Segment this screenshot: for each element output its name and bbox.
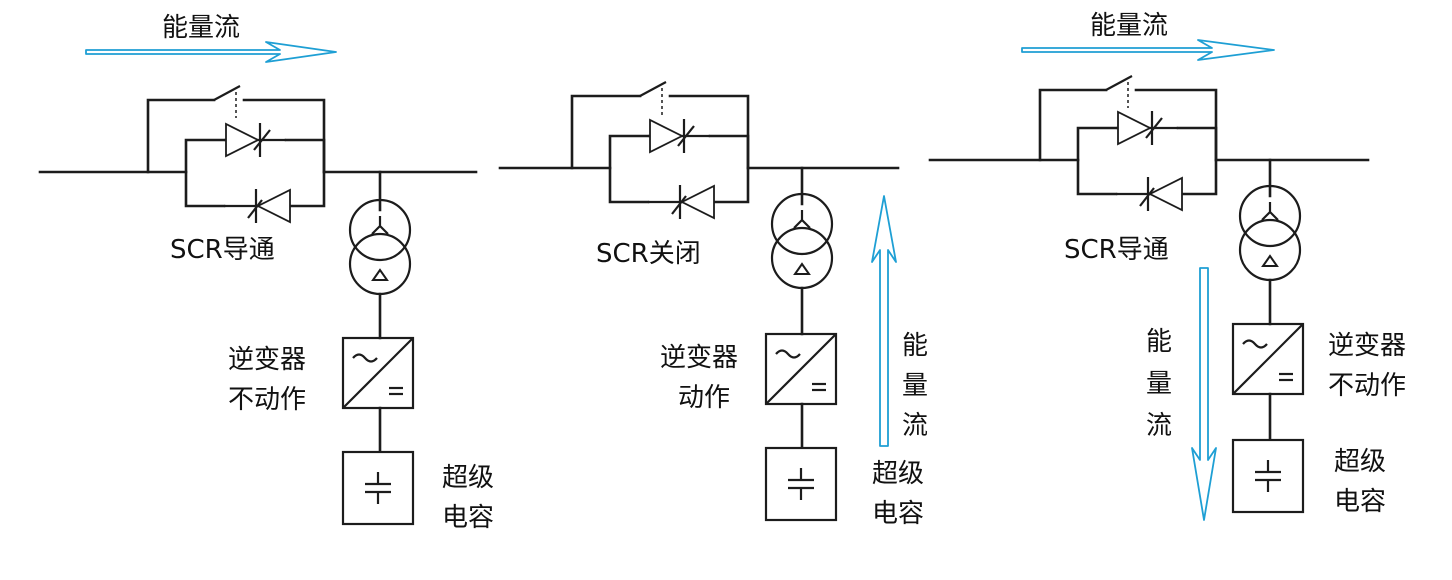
panel-2: SCR关闭 逆变器 动作 超级 电容 能 量 流 — [498, 81, 928, 529]
inverter — [341, 336, 415, 410]
energy-flow-arrow-right — [1021, 39, 1275, 61]
inverter — [764, 332, 838, 406]
supercap-label-line2: 电容 — [1334, 487, 1386, 517]
scr-pair — [1076, 109, 1218, 213]
transformer — [348, 198, 412, 296]
supercapacitor — [341, 450, 415, 526]
inverter-label-line2: 动作 — [678, 383, 730, 413]
transformer — [770, 192, 834, 290]
energy-flow-arrow-up — [871, 195, 897, 447]
supercap-label-line1: 超级 — [442, 463, 494, 493]
transformer — [1238, 184, 1302, 282]
scr-label: SCR关闭 — [596, 239, 701, 269]
energy-flow-arrow-right — [85, 41, 337, 63]
flow-label-char-1: 能 — [902, 331, 928, 361]
supercap-label-line1: 超级 — [1334, 447, 1386, 477]
scr-label: SCR导通 — [1064, 235, 1169, 265]
supercapacitor — [764, 446, 838, 522]
panel-3: 能量流 SCR导通 逆变器 不动作 超级 电容 能 量 流 — [928, 11, 1406, 521]
flow-label-char-3: 流 — [902, 411, 928, 441]
supercap-label-line2: 电容 — [442, 503, 494, 533]
flow-label-char-2: 量 — [1146, 369, 1172, 399]
panel-1: 能量流 SCR导通 逆变器 不动作 超级 电容 — [38, 13, 494, 533]
supercapacitor — [1231, 438, 1305, 514]
inverter-label-line1: 逆变器 — [228, 345, 306, 375]
energy-flow-arrow-down — [1191, 267, 1217, 521]
flow-label: 能量流 — [1090, 11, 1168, 41]
supercap-label-line2: 电容 — [872, 499, 924, 529]
flow-label-char-1: 能 — [1146, 327, 1172, 357]
inverter — [1231, 322, 1305, 396]
supercap-label-line1: 超级 — [872, 459, 924, 489]
inverter-label-line1: 逆变器 — [660, 343, 738, 373]
inverter-label-line2: 不动作 — [228, 385, 306, 415]
scr-label: SCR导通 — [170, 235, 275, 265]
scr-pair — [184, 121, 326, 225]
inverter-label-line2: 不动作 — [1328, 371, 1406, 401]
flow-label-char-2: 量 — [902, 371, 928, 401]
inverter-label-line1: 逆变器 — [1328, 331, 1406, 361]
flow-label: 能量流 — [162, 13, 240, 43]
flow-label-char-3: 流 — [1146, 411, 1172, 441]
scr-pair — [608, 117, 750, 221]
